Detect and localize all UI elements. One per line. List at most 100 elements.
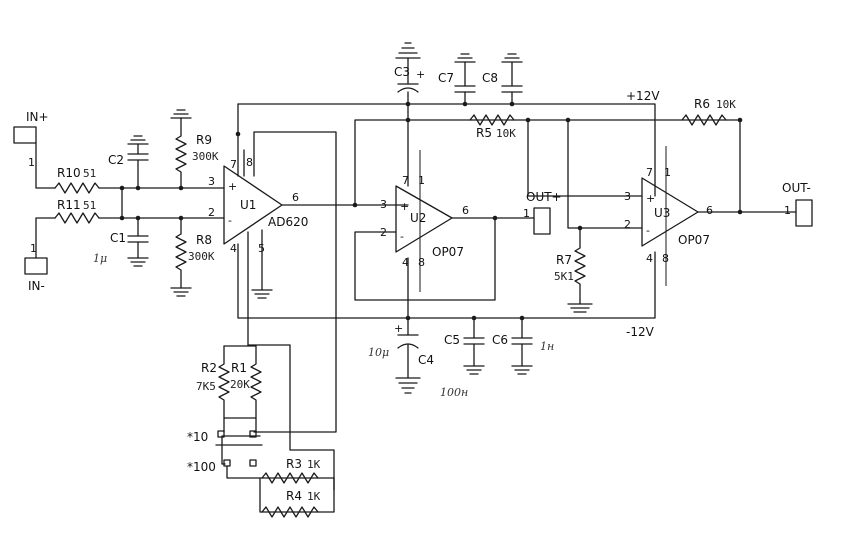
u2-pin6: 6	[462, 204, 469, 217]
jumper-x10: *10	[187, 430, 263, 446]
u3-pin1: 1	[664, 166, 671, 179]
capacitor-c7: C7	[438, 53, 476, 105]
u2-pin8: 8	[418, 256, 425, 269]
connector-in-minus-label: IN-	[28, 279, 45, 293]
resistor-r3: R3 1K	[261, 457, 321, 484]
u1-pin6: 6	[292, 191, 299, 204]
c3-polarity: +	[416, 68, 425, 81]
u1-pin2: 2	[208, 206, 215, 219]
r3-ref: R3	[286, 457, 302, 471]
u2-pin1: 1	[418, 174, 425, 187]
capacitor-c6: C6 1н	[492, 317, 554, 375]
opamp-u3: + - U3 OP07 3 2 6 7 1 4 8	[624, 146, 713, 286]
c4-polarity: +	[394, 322, 403, 335]
c8-ref: C8	[482, 71, 498, 85]
r7-value: 5K1	[554, 270, 574, 283]
u3-plus: +	[646, 192, 655, 205]
r1-ref: R1	[231, 361, 247, 375]
resistor-r9: R9 300K	[170, 109, 219, 189]
u2-pin7: 7	[402, 174, 409, 187]
connector-out-plus-pin: 1	[523, 207, 530, 220]
gain-network	[218, 344, 335, 513]
c1-ref: C1	[110, 231, 126, 245]
r10-ref: R10	[57, 166, 81, 180]
negative-rail: -12V	[237, 243, 656, 339]
r8-ref: R8	[196, 233, 212, 247]
c6-ref: C6	[492, 333, 508, 347]
positive-rail: +12V	[237, 89, 660, 197]
connector-out-minus-pin: 1	[784, 204, 791, 217]
u3-part: OP07	[678, 233, 710, 247]
capacitor-c4: C4 + 10μ	[368, 322, 434, 394]
opamp-u2: + - U2 OP07 3 2 6 7 1 4 8	[354, 150, 496, 301]
u1-minus: -	[228, 214, 232, 227]
u3-ref: U3	[654, 206, 670, 220]
connector-out-plus: OUT+ 1	[523, 190, 562, 235]
u1-plus: +	[228, 180, 237, 193]
capacitor-c8: C8	[482, 53, 523, 105]
u1-pin4: 4	[230, 242, 237, 255]
resistor-r1: R1 20K	[230, 361, 250, 391]
c5-ref: C5	[444, 333, 460, 347]
r11-value: 51	[83, 199, 96, 212]
r4-ref: R4	[286, 489, 302, 503]
capacitor-c2: C2	[108, 135, 149, 219]
resistor-r2: R2 7K5	[196, 361, 217, 393]
r10-value: 51	[83, 167, 96, 180]
r3-value: 1K	[307, 458, 321, 471]
connector-out-plus-label: OUT+	[526, 190, 562, 204]
u3-pin4: 4	[646, 252, 653, 265]
c5-handwritten-value: 100н	[440, 386, 468, 399]
c2-ref: C2	[108, 153, 124, 167]
u1-pin3: 3	[208, 175, 215, 188]
u3-pin6: 6	[706, 204, 713, 217]
capacitor-c1: C1 1μ	[93, 217, 149, 267]
r11-ref: R11	[57, 198, 81, 212]
u2-pin4: 4	[402, 256, 409, 269]
u2-plus: +	[400, 200, 409, 213]
r6-ref: R6	[694, 97, 710, 111]
r5-ref: R5	[476, 126, 492, 140]
r6-value: 10K	[716, 98, 736, 111]
r2-ref: R2	[201, 361, 217, 375]
connector-out-minus-label: OUT-	[782, 181, 811, 195]
c3-ref: C3	[394, 65, 410, 79]
jumper-x10-label: *10	[187, 430, 208, 444]
resistor-r10: R10 51	[54, 166, 100, 194]
resistor-r5: R5 10K	[469, 114, 516, 140]
r9-ref: R9	[196, 133, 212, 147]
u2-minus: -	[400, 230, 404, 243]
c1-handwritten-value: 1μ	[93, 252, 107, 265]
capacitor-c3: C3 +	[394, 42, 425, 105]
connector-in-plus: IN+ 1	[13, 110, 56, 189]
connector-in-minus-pin: 1	[30, 242, 37, 255]
resistor-r4: R4 1K	[261, 489, 321, 518]
u1-pin8: 8	[246, 156, 253, 169]
c6-handwritten-value: 1н	[540, 340, 554, 353]
wire-feedback-top	[354, 119, 741, 206]
connector-in-plus-label: IN+	[26, 110, 49, 124]
c4-handwritten-value: 10μ	[368, 346, 389, 359]
resistor-r6: R6 10K	[681, 97, 736, 126]
u1-part: AD620	[268, 215, 308, 229]
opamp-u1: + - U1 AD620 3 2 6 7 8 4 5	[208, 131, 337, 433]
u2-part: OP07	[432, 245, 464, 259]
r2-value: 7K5	[196, 380, 216, 393]
capacitor-c5: C5 100н	[440, 317, 485, 399]
r8-value: 300K	[188, 250, 215, 263]
u3-minus: -	[646, 224, 650, 237]
resistor-r11: R11 51	[54, 198, 100, 224]
wire-u3-minus	[567, 119, 643, 229]
r9-value: 300K	[192, 150, 219, 163]
u1-ref: U1	[240, 198, 256, 212]
connector-in-plus-pin: 1	[28, 156, 35, 169]
negative-rail-label: -12V	[626, 325, 655, 339]
r4-value: 1K	[307, 490, 321, 503]
r5-value: 10K	[496, 127, 516, 140]
resistor-r8: R8 300K	[170, 217, 215, 297]
u3-pin7: 7	[646, 166, 653, 179]
resistor-r7: R7 5K1	[554, 227, 593, 313]
connector-in-minus: IN- 1	[24, 217, 56, 293]
u1-pin7: 7	[230, 158, 237, 171]
